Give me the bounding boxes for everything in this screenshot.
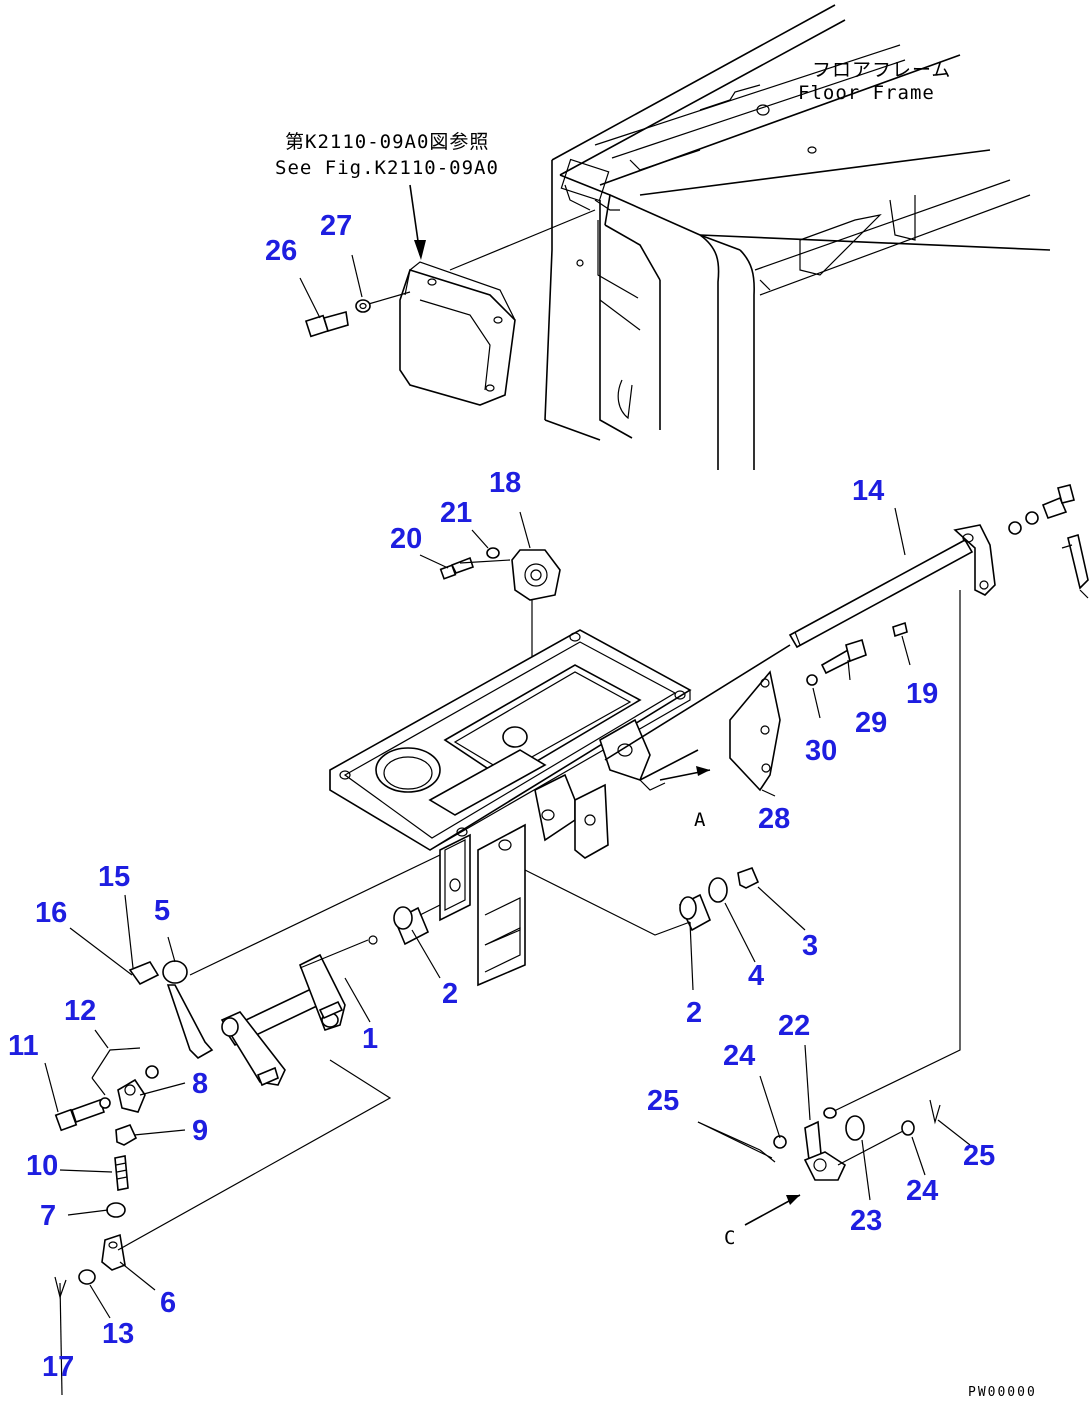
bushing-2-right (678, 893, 712, 932)
part-number: 27 (320, 210, 352, 242)
control-box (364, 209, 596, 406)
view-a-arrow (696, 766, 710, 776)
part-number: 11 (8, 1030, 39, 1062)
pin-19 (892, 621, 908, 638)
part-number: 22 (778, 1010, 810, 1042)
floor-frame-label: Floor Frame (798, 82, 935, 104)
bolt-11 (54, 1098, 106, 1132)
part-number: 19 (906, 678, 938, 710)
part-numbers: 1 2 2 3 4 5 6 7 8 9 10 11 12 13 14 15 16… (8, 210, 995, 1383)
part-number: 30 (805, 735, 837, 767)
part-number: 7 (40, 1200, 56, 1232)
bolt-29 (820, 638, 867, 675)
part-number: 13 (102, 1318, 134, 1350)
rod-end-14 (1061, 533, 1089, 599)
yoke-6 (101, 1233, 126, 1271)
part-number: 24 (723, 1040, 755, 1072)
main-housing (329, 629, 692, 987)
washer-14b (1025, 511, 1039, 525)
yoke-8 (117, 1078, 146, 1113)
washer-21 (486, 547, 500, 559)
view-c-arrow (786, 1195, 800, 1205)
rod-10 (114, 1155, 129, 1191)
clevis-23 (803, 1115, 865, 1181)
pin-17 (59, 1282, 63, 1396)
washer-24-right (901, 1120, 915, 1136)
part-number: 6 (160, 1287, 176, 1319)
part-number: 21 (440, 497, 472, 529)
part-number: 2 (686, 997, 702, 1029)
part-number: 8 (192, 1068, 208, 1100)
bracket-28 (729, 670, 781, 792)
washer-12 (145, 1065, 159, 1079)
part-number: 25 (963, 1140, 995, 1172)
part-number: 18 (489, 467, 521, 499)
nut-13 (78, 1269, 96, 1285)
part-number: 20 (390, 523, 422, 555)
part-number: 16 (35, 897, 67, 929)
part-number: 15 (98, 861, 130, 893)
bolt-20 (439, 556, 475, 580)
part-number: 28 (758, 803, 790, 835)
view-a-label: A (694, 809, 706, 831)
shaft-14 (604, 524, 996, 781)
view-c-label: C (724, 1227, 736, 1249)
washer-4 (708, 877, 728, 903)
part-number: 14 (852, 475, 884, 507)
lever-1 (220, 935, 378, 1087)
leader-lines (44, 254, 971, 1319)
lever-5 (162, 854, 441, 1059)
bushing-2-left (393, 906, 430, 946)
part-number: 23 (850, 1205, 882, 1237)
washer-14a (1008, 521, 1022, 535)
washer-30 (806, 674, 818, 686)
clip-15 (128, 961, 160, 986)
nut-7 (106, 1202, 126, 1218)
part-number: 29 (855, 707, 887, 739)
see-fig-arrow (414, 240, 426, 260)
part-number: 5 (154, 895, 170, 927)
part-number: 1 (362, 1023, 378, 1055)
see-fig-jp-label: 第K2110-09A0図参照 (285, 131, 489, 153)
washer-24-left (773, 1135, 787, 1149)
washer-11 (99, 1097, 111, 1109)
part-number: 25 (647, 1085, 679, 1117)
part-number: 17 (42, 1351, 74, 1383)
nut-9 (115, 1124, 138, 1146)
part-number: 2 (442, 978, 458, 1010)
drawing-code: PW00000 (968, 1385, 1037, 1400)
nut-3 (737, 866, 760, 889)
cover-18 (511, 549, 561, 601)
floor-frame (544, 4, 1051, 470)
bolt-14 (1041, 484, 1075, 520)
washer-27 (355, 299, 371, 313)
part-number: 3 (802, 930, 818, 962)
see-fig-label: See Fig.K2110-09A0 (275, 157, 499, 179)
part-number: 24 (906, 1175, 938, 1207)
part-number: 9 (192, 1115, 208, 1147)
part-number: 4 (748, 960, 764, 992)
cotter-25-right (929, 1099, 941, 1125)
part-number: 10 (26, 1150, 58, 1182)
bolt-26 (304, 310, 349, 338)
floor-frame-jp-label: フロアフレーム (812, 59, 951, 81)
part-number: 26 (265, 235, 297, 267)
part-number: 12 (64, 995, 96, 1027)
